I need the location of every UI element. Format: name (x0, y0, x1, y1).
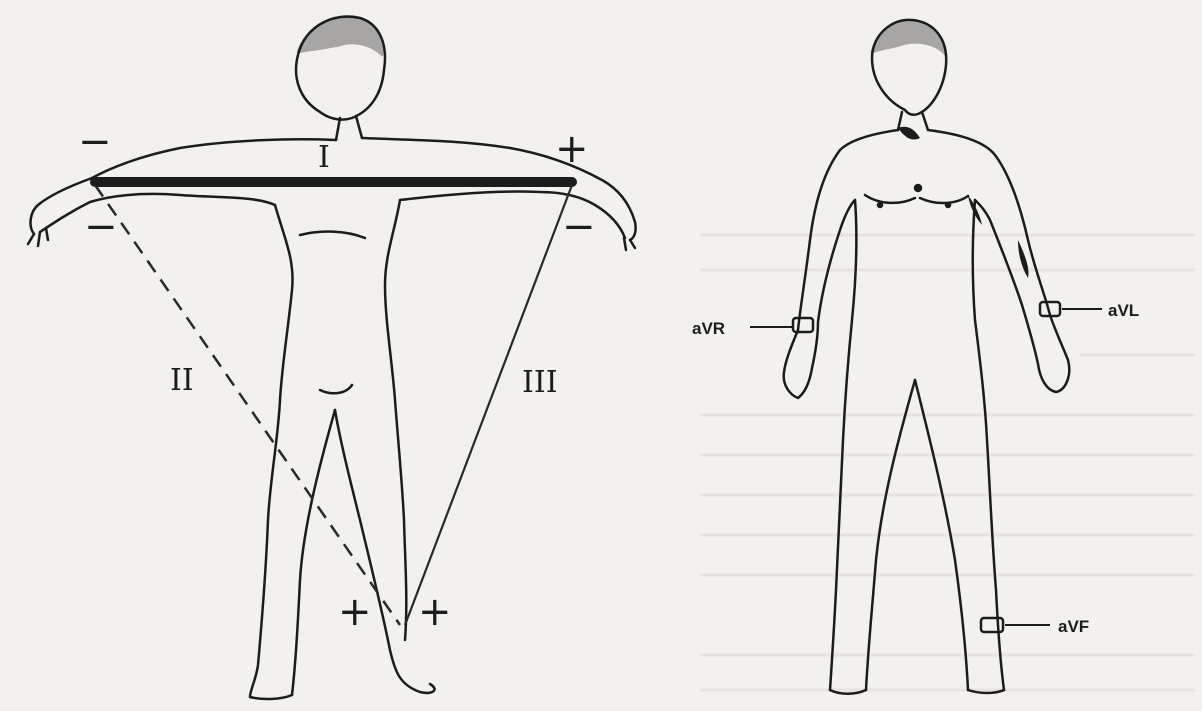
aVF-electrode (981, 618, 1003, 632)
left-body-figure: − − + − + + I II III (28, 17, 636, 699)
aVR-label: aVR (692, 319, 725, 338)
right-figure-head (872, 20, 946, 130)
left-arm-plus-top: + (555, 126, 589, 172)
left-leg-plus-1: + (338, 589, 372, 635)
right-arm-minus-top: − (78, 119, 112, 165)
aVF-label: aVF (1058, 617, 1089, 636)
lead-III-line (405, 185, 572, 625)
left-figure-arms (28, 138, 636, 250)
right-body-figure: aVR aVL aVF (692, 20, 1139, 694)
lead-II-line (95, 185, 400, 625)
lead-III-label: III (522, 365, 558, 400)
left-figure-head (296, 17, 385, 140)
left-arm-minus-bottom: − (562, 204, 596, 250)
aVR-electrode (793, 318, 813, 332)
aVL-label: aVL (1108, 301, 1139, 320)
right-arm-minus-bottom: − (84, 204, 118, 250)
lead-I-label: I (318, 140, 330, 175)
left-leg-plus-2: + (418, 589, 452, 635)
lead-II-label: II (170, 363, 194, 398)
neck-shadow (898, 127, 920, 140)
electrode-bands (793, 302, 1060, 632)
arm-shadow (1018, 240, 1028, 278)
right-figure-body (784, 130, 1070, 694)
lead-leader-lines (750, 309, 1102, 625)
